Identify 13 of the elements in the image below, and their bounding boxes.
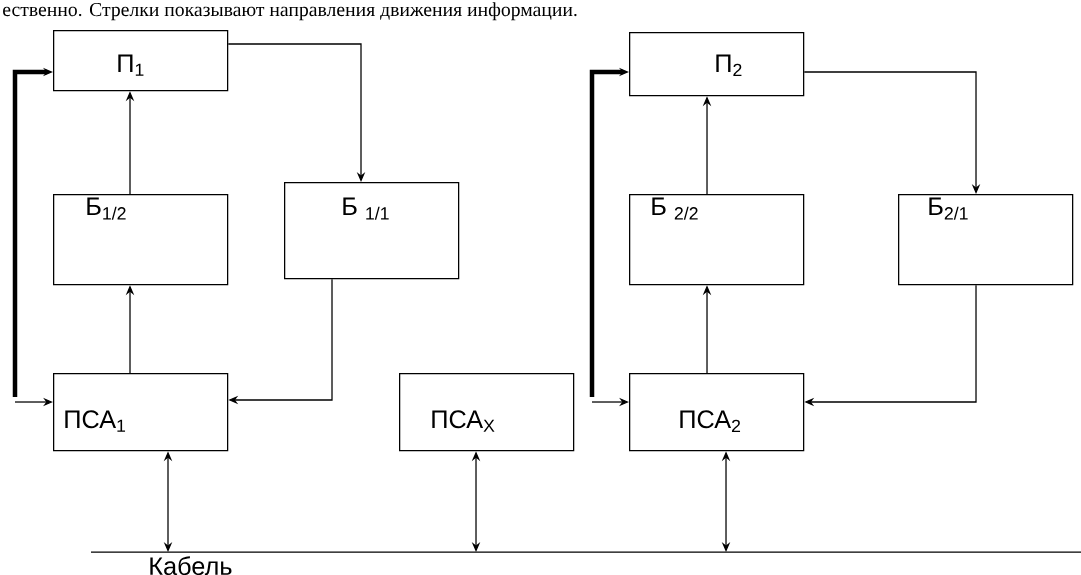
block-box: Б$_{2/1}$ <box>898 194 1074 286</box>
block-box: Б $_{2/2}$ <box>629 194 805 286</box>
block-box: П$_{1}$ <box>53 30 229 92</box>
cable-line: Кабель <box>90 551 1081 575</box>
block-box: Б $_{1/1}$ <box>284 182 460 280</box>
block-box: П$_{2}$ <box>629 32 805 97</box>
block-box: ПСА$_{X}$ <box>399 373 575 452</box>
caption-text: ественно. Стрелки показывают направления движения информации. <box>3 2 577 21</box>
block-box: ПСА$_{2}$ <box>629 373 805 452</box>
block-box: Б$_{1/2}$ <box>53 194 229 286</box>
arrow <box>227 43 366 182</box>
arrow <box>803 71 981 194</box>
block-box: ПСА$_{1}$ <box>53 373 229 452</box>
